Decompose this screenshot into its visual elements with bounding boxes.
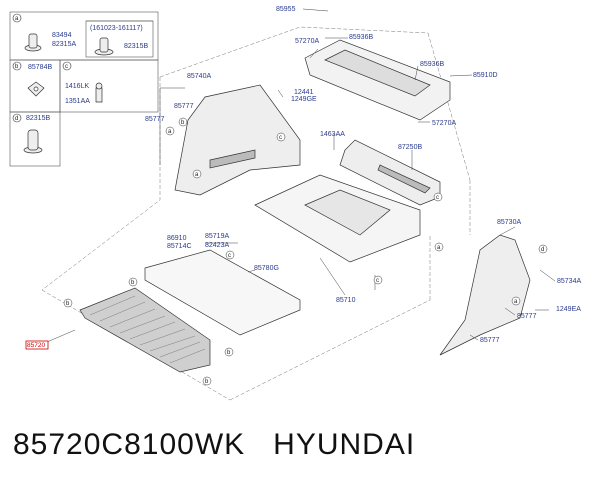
caption-part-number: 85720C8100WK xyxy=(13,428,246,461)
part-floor-board xyxy=(144,249,301,336)
callout-c: c xyxy=(279,135,282,141)
legend-a-date: (161023-161117) xyxy=(90,25,143,32)
label-85777-d: 85777 xyxy=(480,337,500,344)
callout-a-2: a xyxy=(195,172,199,178)
caption: 85720C8100WK HYUNDAI xyxy=(13,428,415,462)
label-1249GE: 1249GE xyxy=(291,96,317,103)
label-1463AA: 1463AA xyxy=(320,131,345,138)
label-85780G: 85780G xyxy=(254,265,279,272)
legend-c-letter: c xyxy=(65,64,68,70)
legend-a-part-alt: 82315B xyxy=(124,43,148,50)
label-87250B: 87250B xyxy=(398,144,422,151)
part-package-tray xyxy=(304,39,451,121)
callout-c-2: c xyxy=(228,253,231,259)
legend-letters: a b c d xyxy=(12,13,72,123)
label-85936B-top: 85936B xyxy=(349,34,373,41)
legend-c-part-2: 1351AA xyxy=(65,98,90,105)
callout-markers xyxy=(63,117,548,386)
label-85777-b: 85777 xyxy=(145,116,165,123)
part-side-trim-left xyxy=(174,84,301,196)
label-85719A: 85719A xyxy=(205,233,229,240)
callout-b-2: b xyxy=(66,301,70,307)
callout-a-4: a xyxy=(514,299,518,305)
part-floor-mat xyxy=(254,174,421,263)
callout-d: d xyxy=(541,247,544,253)
label-1249EA: 1249EA xyxy=(556,306,581,313)
legend-clip-icons xyxy=(23,33,114,154)
leader-lines xyxy=(39,8,556,346)
callout-b-4: b xyxy=(227,350,231,356)
legend-a-part-2: 82315A xyxy=(52,41,76,48)
label-85710: 85710 xyxy=(336,297,356,304)
legend-texts: 83494 82315A (161023-161117) 82315B 8578… xyxy=(26,25,148,122)
legend-a-letter: a xyxy=(15,16,19,22)
legend-d-letter: d xyxy=(15,116,18,122)
label-85910D: 85910D xyxy=(473,72,498,79)
label-85777-a: 85777 xyxy=(174,103,194,110)
label-85734A: 85734A xyxy=(557,278,581,285)
callout-b: b xyxy=(181,120,185,126)
legend-panel xyxy=(9,11,159,167)
caption-brand: HYUNDAI xyxy=(273,428,416,461)
label-85777-c: 85777 xyxy=(517,313,537,320)
label-85730A: 85730A xyxy=(497,219,521,226)
label-85936B-mid: 85936B xyxy=(420,61,444,68)
label-85720[interactable]: 85720 xyxy=(27,342,45,349)
label-85955: 85955 xyxy=(276,6,296,13)
legend-b-letter: b xyxy=(15,64,19,70)
label-57270A-top: 57270A xyxy=(295,38,319,45)
label-57270A-bot: 57270A xyxy=(432,120,456,127)
callout-c-4: c xyxy=(436,195,439,201)
label-86910: 86910 xyxy=(167,235,187,242)
callout-c-3: c xyxy=(376,278,379,284)
exploded-view-svg: a b c d 83494 82315A (161023-161117) 823… xyxy=(9,6,581,401)
label-85720-highlight[interactable]: 85720 xyxy=(25,340,49,350)
label-12441: 12441 xyxy=(294,89,314,96)
callout-a-3: a xyxy=(437,245,441,251)
callout-a: a xyxy=(168,129,172,135)
label-82423A: 82423A xyxy=(205,242,229,249)
legend-d-part: 82315B xyxy=(26,115,50,122)
legend-b-part: 85784B xyxy=(28,64,52,71)
label-85740A: 85740A xyxy=(187,73,211,80)
legend-a-part-1: 83494 xyxy=(52,32,72,39)
part-labels: 85955 85936B 57270A 85936B 85910D 57270A… xyxy=(145,6,581,344)
part-side-trim-right xyxy=(439,234,531,356)
label-85714C: 85714C xyxy=(167,243,192,250)
callout-b-5: b xyxy=(205,379,209,385)
callout-letters: a b c a c c c a d a b b b b xyxy=(66,120,544,385)
legend-c-part-1: 1416LK xyxy=(65,83,89,90)
callout-b-3: b xyxy=(131,280,135,286)
part-luggage-net xyxy=(79,287,211,373)
